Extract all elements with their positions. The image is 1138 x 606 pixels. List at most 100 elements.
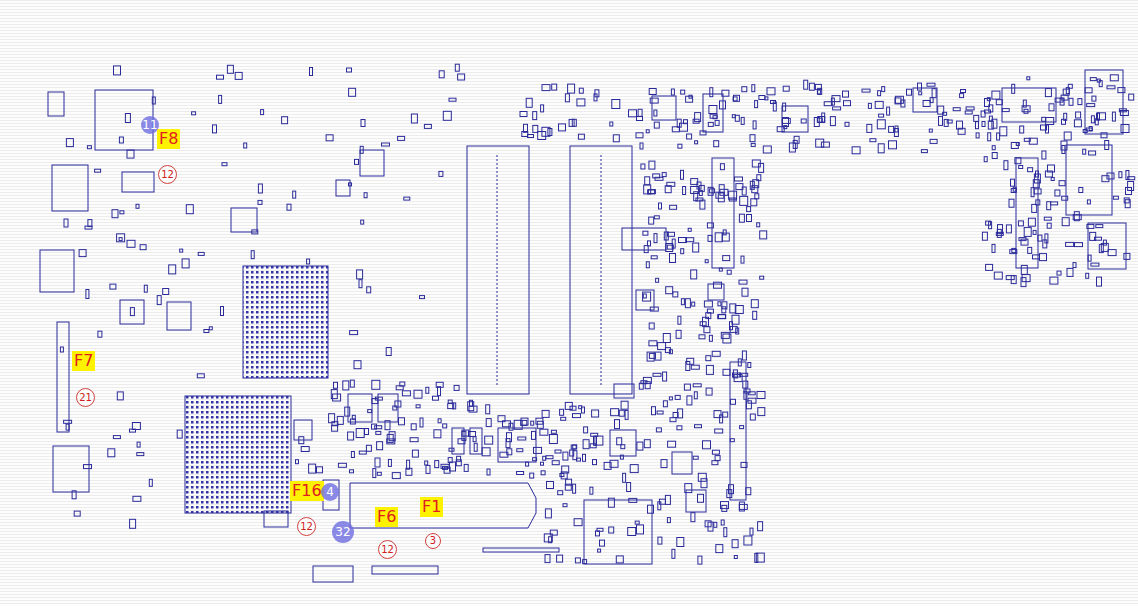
smd-pad bbox=[198, 252, 204, 255]
smd-pad bbox=[610, 122, 613, 126]
callout-number: 3 bbox=[425, 533, 441, 549]
smd-pad bbox=[152, 97, 155, 104]
smd-pad bbox=[1043, 240, 1047, 248]
smd-pad bbox=[740, 196, 748, 205]
smd-pad bbox=[927, 83, 935, 86]
smd-pad bbox=[1096, 225, 1103, 228]
smd-pad bbox=[1087, 200, 1090, 204]
smd-pad bbox=[708, 235, 712, 241]
smd-pad bbox=[656, 278, 659, 282]
smd-pad bbox=[1019, 238, 1026, 241]
smd-pad bbox=[678, 144, 682, 148]
smd-pad bbox=[992, 119, 997, 128]
smd-pad bbox=[74, 511, 80, 516]
smd-pad bbox=[1024, 227, 1031, 236]
smd-pad bbox=[296, 460, 299, 464]
smd-pad bbox=[1055, 190, 1060, 196]
smd-pad bbox=[579, 406, 582, 409]
smd-pad bbox=[783, 103, 786, 111]
smd-pad bbox=[565, 94, 569, 102]
smd-pad bbox=[714, 141, 719, 147]
smd-pad bbox=[720, 101, 726, 109]
smd-pad bbox=[666, 244, 673, 252]
smd-pad bbox=[227, 65, 233, 73]
smd-pad bbox=[878, 144, 884, 153]
smd-pad bbox=[681, 249, 684, 254]
smd-pad bbox=[1022, 275, 1030, 282]
smd-pad bbox=[992, 146, 995, 150]
smd-pad bbox=[538, 132, 546, 140]
smd-pad bbox=[746, 401, 751, 409]
callout-number: 12 bbox=[297, 517, 316, 536]
smd-pad bbox=[918, 83, 922, 90]
smd-pad bbox=[583, 440, 589, 449]
smd-pad bbox=[709, 106, 717, 114]
smd-pad bbox=[1009, 199, 1014, 207]
smd-pad bbox=[777, 127, 784, 132]
smd-pad bbox=[133, 496, 141, 501]
smd-pad bbox=[517, 449, 523, 452]
smd-pad bbox=[546, 456, 553, 459]
smd-pad bbox=[534, 447, 542, 453]
smd-pad bbox=[462, 430, 469, 436]
smd-pad bbox=[573, 451, 577, 460]
smd-pad bbox=[649, 89, 656, 95]
smd-pad bbox=[735, 115, 739, 121]
smd-pad bbox=[357, 270, 363, 279]
smd-pad bbox=[568, 84, 575, 93]
smd-pad bbox=[439, 71, 444, 78]
smd-pad bbox=[824, 102, 832, 106]
smd-pad bbox=[127, 240, 135, 247]
smd-pad bbox=[404, 197, 410, 200]
smd-pad bbox=[117, 234, 125, 242]
smd-pad bbox=[817, 90, 820, 94]
smd-pad bbox=[659, 203, 662, 209]
smd-pad bbox=[347, 68, 352, 72]
smd-pad bbox=[449, 98, 456, 101]
smd-pad bbox=[639, 383, 643, 389]
smd-pad bbox=[665, 348, 670, 353]
smd-pad bbox=[575, 558, 580, 563]
smd-pad bbox=[654, 110, 657, 116]
smd-pad bbox=[563, 504, 567, 507]
smd-pad bbox=[1011, 179, 1015, 186]
smd-pad bbox=[557, 555, 563, 562]
smd-pad bbox=[637, 525, 644, 534]
smd-pad bbox=[180, 249, 183, 252]
smd-pad bbox=[343, 381, 349, 390]
smd-pad bbox=[531, 421, 534, 425]
smd-pad bbox=[712, 351, 720, 356]
smd-pad bbox=[763, 146, 771, 153]
smd-pad bbox=[1033, 230, 1036, 234]
smd-pad bbox=[741, 256, 744, 263]
smd-pad bbox=[287, 204, 291, 210]
smd-pad bbox=[1038, 235, 1042, 241]
smd-pad bbox=[448, 400, 452, 403]
smd-pad bbox=[947, 120, 952, 123]
smd-pad bbox=[731, 399, 736, 404]
smd-pad bbox=[727, 270, 731, 274]
smd-pad bbox=[414, 390, 422, 398]
smd-pad bbox=[636, 133, 643, 138]
smd-pad bbox=[520, 112, 527, 117]
smd-pad bbox=[670, 205, 677, 209]
smd-pad bbox=[750, 414, 755, 420]
smd-pad bbox=[1083, 149, 1086, 154]
smd-pad bbox=[700, 200, 705, 209]
smd-pad bbox=[338, 463, 346, 467]
smd-pad bbox=[689, 95, 692, 98]
smd-pad bbox=[1033, 255, 1040, 259]
smd-pad bbox=[1028, 218, 1035, 226]
smd-pad bbox=[652, 407, 656, 415]
smd-pad bbox=[169, 265, 176, 274]
smd-pad bbox=[667, 245, 673, 249]
smd-pad bbox=[590, 487, 593, 494]
smd-pad bbox=[282, 117, 288, 124]
smd-pad bbox=[1060, 98, 1064, 105]
smd-pad bbox=[997, 133, 1000, 140]
smd-pad bbox=[756, 553, 764, 562]
smd-pad bbox=[377, 442, 383, 450]
smd-pad bbox=[552, 84, 557, 90]
smd-pad bbox=[654, 234, 657, 243]
smd-pad bbox=[748, 363, 751, 368]
